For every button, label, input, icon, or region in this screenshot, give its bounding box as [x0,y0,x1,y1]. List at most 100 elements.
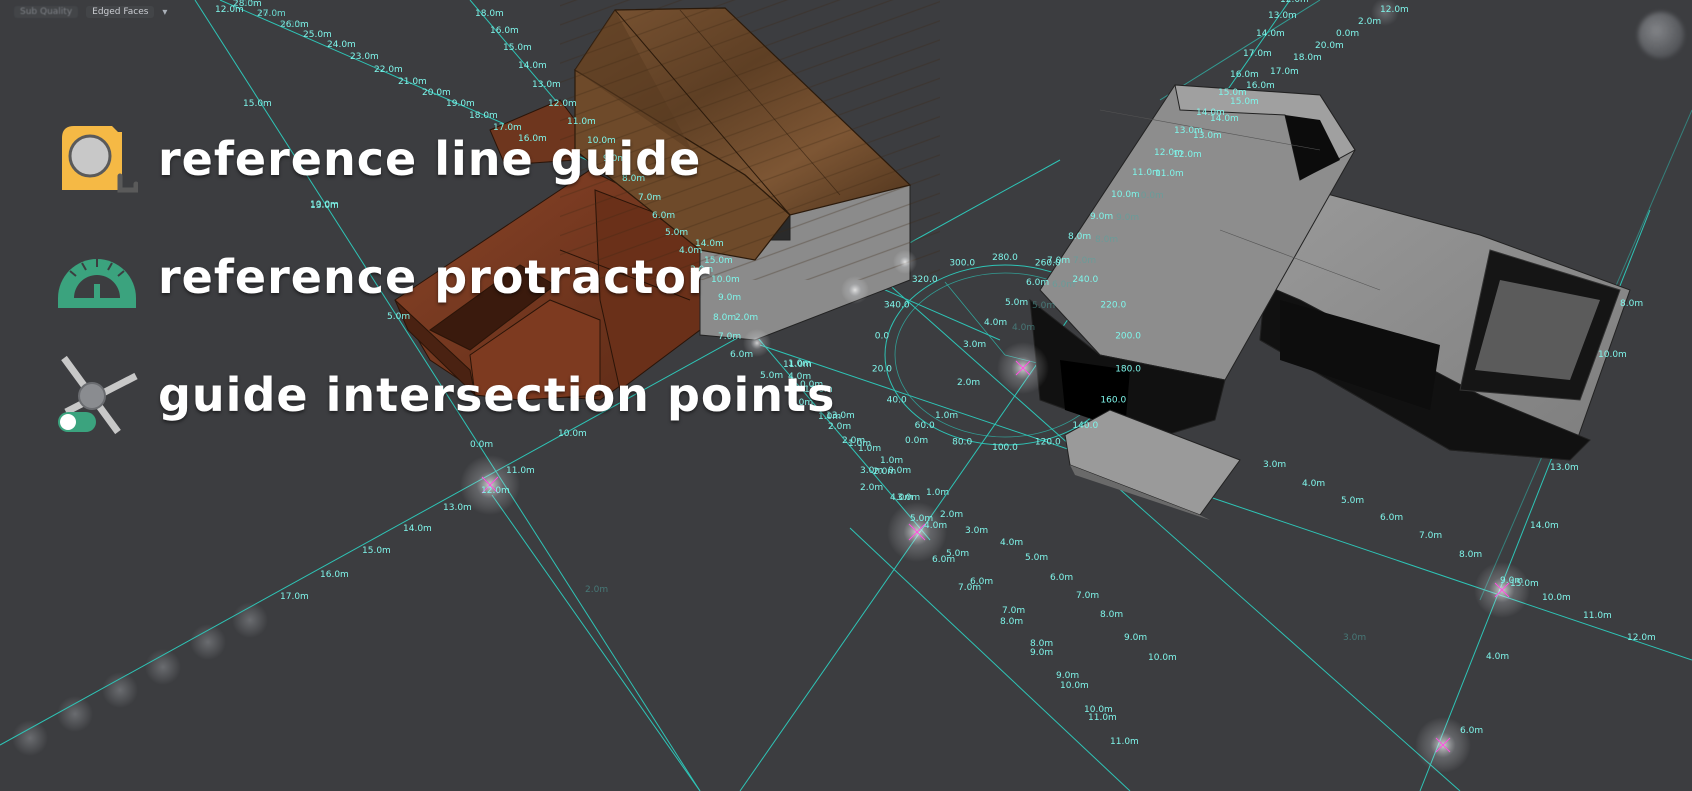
protractor-angle-label: 120.0 [1035,437,1061,447]
guide-distance-label: 14.0m [1256,29,1285,39]
protractor-angle-label: 100.0 [992,443,1018,453]
guide-distance-label: 4.0m [1012,323,1035,333]
gray-building-model[interactable] [1029,84,1631,520]
filter-icon[interactable]: ▾ [162,6,168,18]
guide-distance-label: 10.0m [1598,350,1627,360]
intersection-point [887,502,947,562]
guide-distance-label: 10.0m [1542,593,1571,603]
protractor-angle-labels: 120.0140.0160.0180.0200.0220.0240.0260.0… [872,253,1141,453]
guide-distance-label: 7.0m [718,332,741,342]
guide-distance-label: 12.0m [1154,148,1183,158]
guide-distance-label: 14.0m [518,61,547,71]
guide-distance-label: 12.0m [1173,150,1202,160]
guide-distance-label: 14.0m [695,239,724,249]
guide-distance-label: 2.0m [842,436,865,446]
guide-distance-label: 9.0m [1056,671,1079,681]
guide-distance-label: 1.0m [788,359,811,369]
guide-distance-label: 12.0m [1380,5,1409,15]
guide-distance-label: 6.0m [1026,278,1049,288]
guide-distance-label: 16.0m [320,570,349,580]
guide-distance-label: 11.0m [567,117,596,127]
guide-distance-label: 9.0m [603,154,626,164]
guide-distance-label: 3.0m [690,265,713,275]
viewport-orb-button[interactable] [1638,12,1684,58]
legend-row-reference-line-guide: reference line guide [56,100,835,218]
guide-distance-label: 15.0m [1218,88,1247,98]
guide-distance-label: 13.0m [826,411,855,421]
legend-label: reference line guide [158,132,702,186]
guide-distance-label: 13.0m [1174,126,1203,136]
guide-distance-label: 5.0m [1341,496,1364,506]
guide-distance-label: 15.0m [362,546,391,556]
guide-distance-label: 10.0m [310,200,339,210]
protractor-angle-label: 300.0 [949,259,975,269]
guide-distance-label: 10.0m [1084,705,1113,715]
legend-label: guide intersection points [158,368,836,422]
guide-distance-label: 3.0m [790,398,813,408]
wood-building-model[interactable] [394,0,940,401]
guide-distance-label: 14.0m [1210,114,1239,124]
guide-intersection-points[interactable] [460,250,1530,773]
guide-distance-label: 12.0m [1280,0,1309,5]
guide-distance-label: 6.0m [1460,726,1483,736]
guide-distance-label: 4.0m [788,372,811,382]
guide-line [1159,0,1321,101]
guide-distance-label: 22.0m [374,65,403,75]
guide-distance-label: 0.0m [1336,29,1359,39]
guide-distance-label: 3.0m [963,340,986,350]
toolbar-chip-quality[interactable]: Sub Quality [14,6,79,18]
guide-distance-label: 8.0m [1100,610,1123,620]
guide-distance-label: 16.0m [518,134,547,144]
guide-distance-label: 28.0m [233,0,262,9]
guide-distance-label: 1.0m [935,411,958,421]
guide-line [849,527,1131,791]
guide-distance-label: 9.0m [1500,576,1523,586]
guide-distance-label: 8.0m [1620,299,1643,309]
guide-line [849,249,1461,791]
guide-distance-label: 18.0m [475,9,504,19]
guide-distance-label: 9.0m [1090,212,1113,222]
guide-distance-label: 3.0m [1343,633,1366,643]
guide-distance-label: 5.0m [280,20,303,30]
guide-distance-label: 15.0m [243,99,272,109]
protractor-angle-label: 220.0 [1100,301,1126,311]
protractor-angle-label: 340.0 [884,301,910,311]
guide-distance-label: 5.0m [1032,301,1055,311]
guide-distance-label: 0.0m [470,440,493,450]
protractor-angle-label: 260.0 [1035,259,1061,269]
protractor-angle-label: 0.0 [875,332,890,342]
guide-distance-label: 4.0m [984,318,1007,328]
guide-distance-label: 10.0m [711,275,740,285]
guide-line [759,344,1692,661]
guide-distance-label: 12.0m [548,99,577,109]
guide-distance-label: 8.0m [1459,550,1482,560]
guide-distance-label: 18.0m [469,111,498,121]
toolbar-chip-edged-faces[interactable]: Edged Faces [86,6,155,18]
guide-distance-label: 10.0m [1135,191,1164,201]
protractor-angle-label: 160.0 [1100,396,1126,406]
guide-distance-label: 0.0m [905,436,928,446]
guide-distance-label: 5.0m [946,549,969,559]
guide-distance-label: 8.0m [622,174,645,184]
guide-distance-label: 7.0m [638,193,661,203]
guide-distance-label: 11.0m [1132,168,1161,178]
guide-distance-label: 5.0m [910,514,933,524]
guide-distance-label: 2.0m [873,467,896,477]
guide-distance-label: 8.0m [1030,639,1053,649]
guide-distance-label: 1.0m [233,0,256,9]
guide-distance-label: 6.0m [1380,513,1403,523]
guide-distance-label: 11.0m [506,466,535,476]
legend-row-guide-intersection-points: guide intersection points [56,336,835,454]
guide-distance-label: 13.0m [1193,131,1222,141]
guide-distance-label: 11.0m [1155,169,1184,179]
guide-distance-label: 13.0m [1268,11,1297,21]
guide-distance-label: 10.0m [257,9,286,19]
guide-distance-label: 15.0m [503,43,532,53]
guide-distance-label: 1.0m [880,456,903,466]
guide-distance-label: 1.0m [818,412,841,422]
guide-distance-label: 25.0m [303,30,332,40]
protractor-angle-label: 280.0 [992,253,1018,263]
guide-distance-label: 17.0m [493,123,522,133]
